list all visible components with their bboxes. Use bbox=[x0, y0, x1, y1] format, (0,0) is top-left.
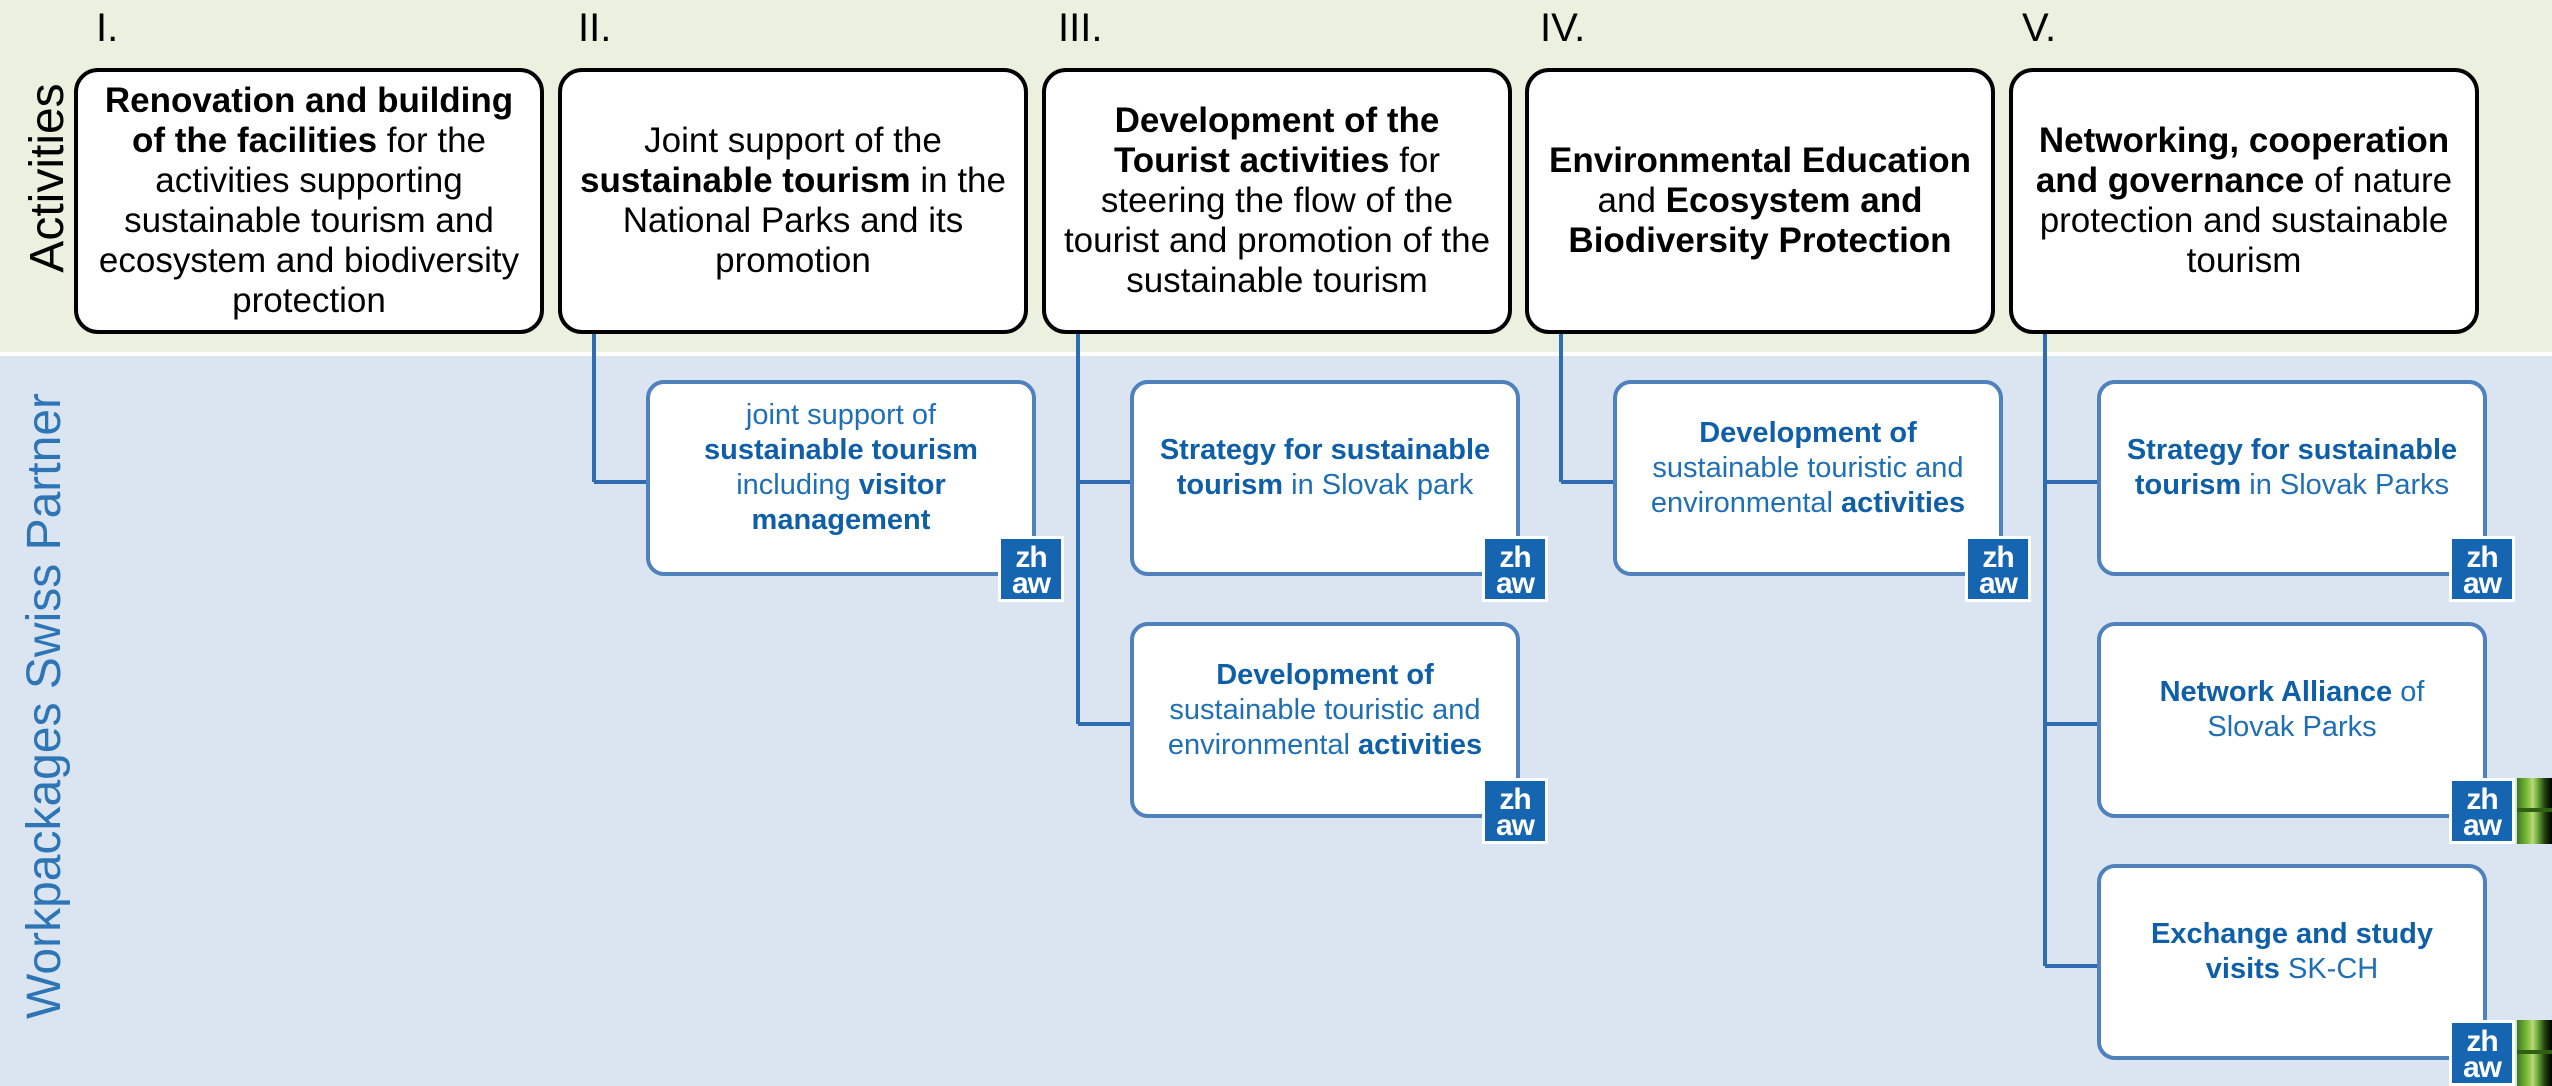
workpackage-box: Development of sustainable touristic and… bbox=[1613, 380, 2003, 576]
partner-logo bbox=[2517, 778, 2552, 844]
workpackage-text: Strategy for sustainable tourism in Slov… bbox=[1159, 434, 1491, 501]
partner-logo bbox=[2517, 1020, 2552, 1086]
workpackage-box: Network Alliance of Slovak Parks bbox=[2097, 622, 2487, 818]
band-separator bbox=[0, 352, 2552, 356]
activity-text: Development of the Tourist activities fo… bbox=[1063, 101, 1491, 300]
workpackage-box: Exchange and study visits SK-CH bbox=[2097, 864, 2487, 1060]
activity-text: Networking, cooperation and governance o… bbox=[2035, 121, 2453, 280]
workpackage-text: Strategy for sustainable tourism in Slov… bbox=[2126, 434, 2458, 501]
workpackages-side-label: Workpackages Swiss Partner bbox=[18, 393, 71, 1020]
activity-box: Environmental Education and Ecosystem an… bbox=[1525, 68, 1995, 334]
column-numeral: V. bbox=[2022, 6, 2057, 50]
workpackage-box: Strategy for sustainable tourism in Slov… bbox=[2097, 380, 2487, 576]
workpackage-text: Network Alliance of Slovak Parks bbox=[2159, 676, 2425, 743]
activity-box: Development of the Tourist activities fo… bbox=[1042, 68, 1512, 334]
zhaw-logo: zh aw bbox=[2449, 536, 2515, 602]
column-numeral: II. bbox=[578, 6, 612, 50]
activity-box: Networking, cooperation and governance o… bbox=[2009, 68, 2479, 334]
workpackage-text: Development of sustainable touristic and… bbox=[1167, 658, 1483, 761]
activity-text: Environmental Education and Ecosystem an… bbox=[1549, 141, 1971, 260]
column-numeral: III. bbox=[1058, 6, 1103, 50]
zhaw-logo: zh aw bbox=[2449, 1020, 2515, 1086]
activity-text: Joint support of the sustainable tourism… bbox=[580, 121, 1006, 280]
activity-box: Joint support of the sustainable tourism… bbox=[558, 68, 1028, 334]
workpackage-text: joint support of sustainable tourism inc… bbox=[704, 399, 978, 536]
zhaw-logo: zh aw bbox=[2449, 778, 2515, 844]
zhaw-logo: zh aw bbox=[1482, 778, 1548, 844]
zhaw-logo: zh aw bbox=[1482, 536, 1548, 602]
workpackage-box: Development of sustainable touristic and… bbox=[1130, 622, 1520, 818]
column-numeral: IV. bbox=[1540, 6, 1586, 50]
zhaw-logo: zh aw bbox=[998, 536, 1064, 602]
activity-box: Renovation and building of the facilitie… bbox=[74, 68, 544, 334]
workpackage-box: joint support of sustainable tourism inc… bbox=[646, 380, 1036, 576]
workpackage-text: Exchange and study visits SK-CH bbox=[2150, 918, 2433, 985]
workpackage-box: Strategy for sustainable tourism in Slov… bbox=[1130, 380, 1520, 576]
column-numeral: I. bbox=[96, 6, 119, 50]
zhaw-logo: zh aw bbox=[1965, 536, 2031, 602]
workpackage-text: Development of sustainable touristic and… bbox=[1650, 416, 1966, 519]
activities-side-label: Activities bbox=[21, 83, 74, 273]
activity-text: Renovation and building of the facilitie… bbox=[98, 81, 520, 320]
